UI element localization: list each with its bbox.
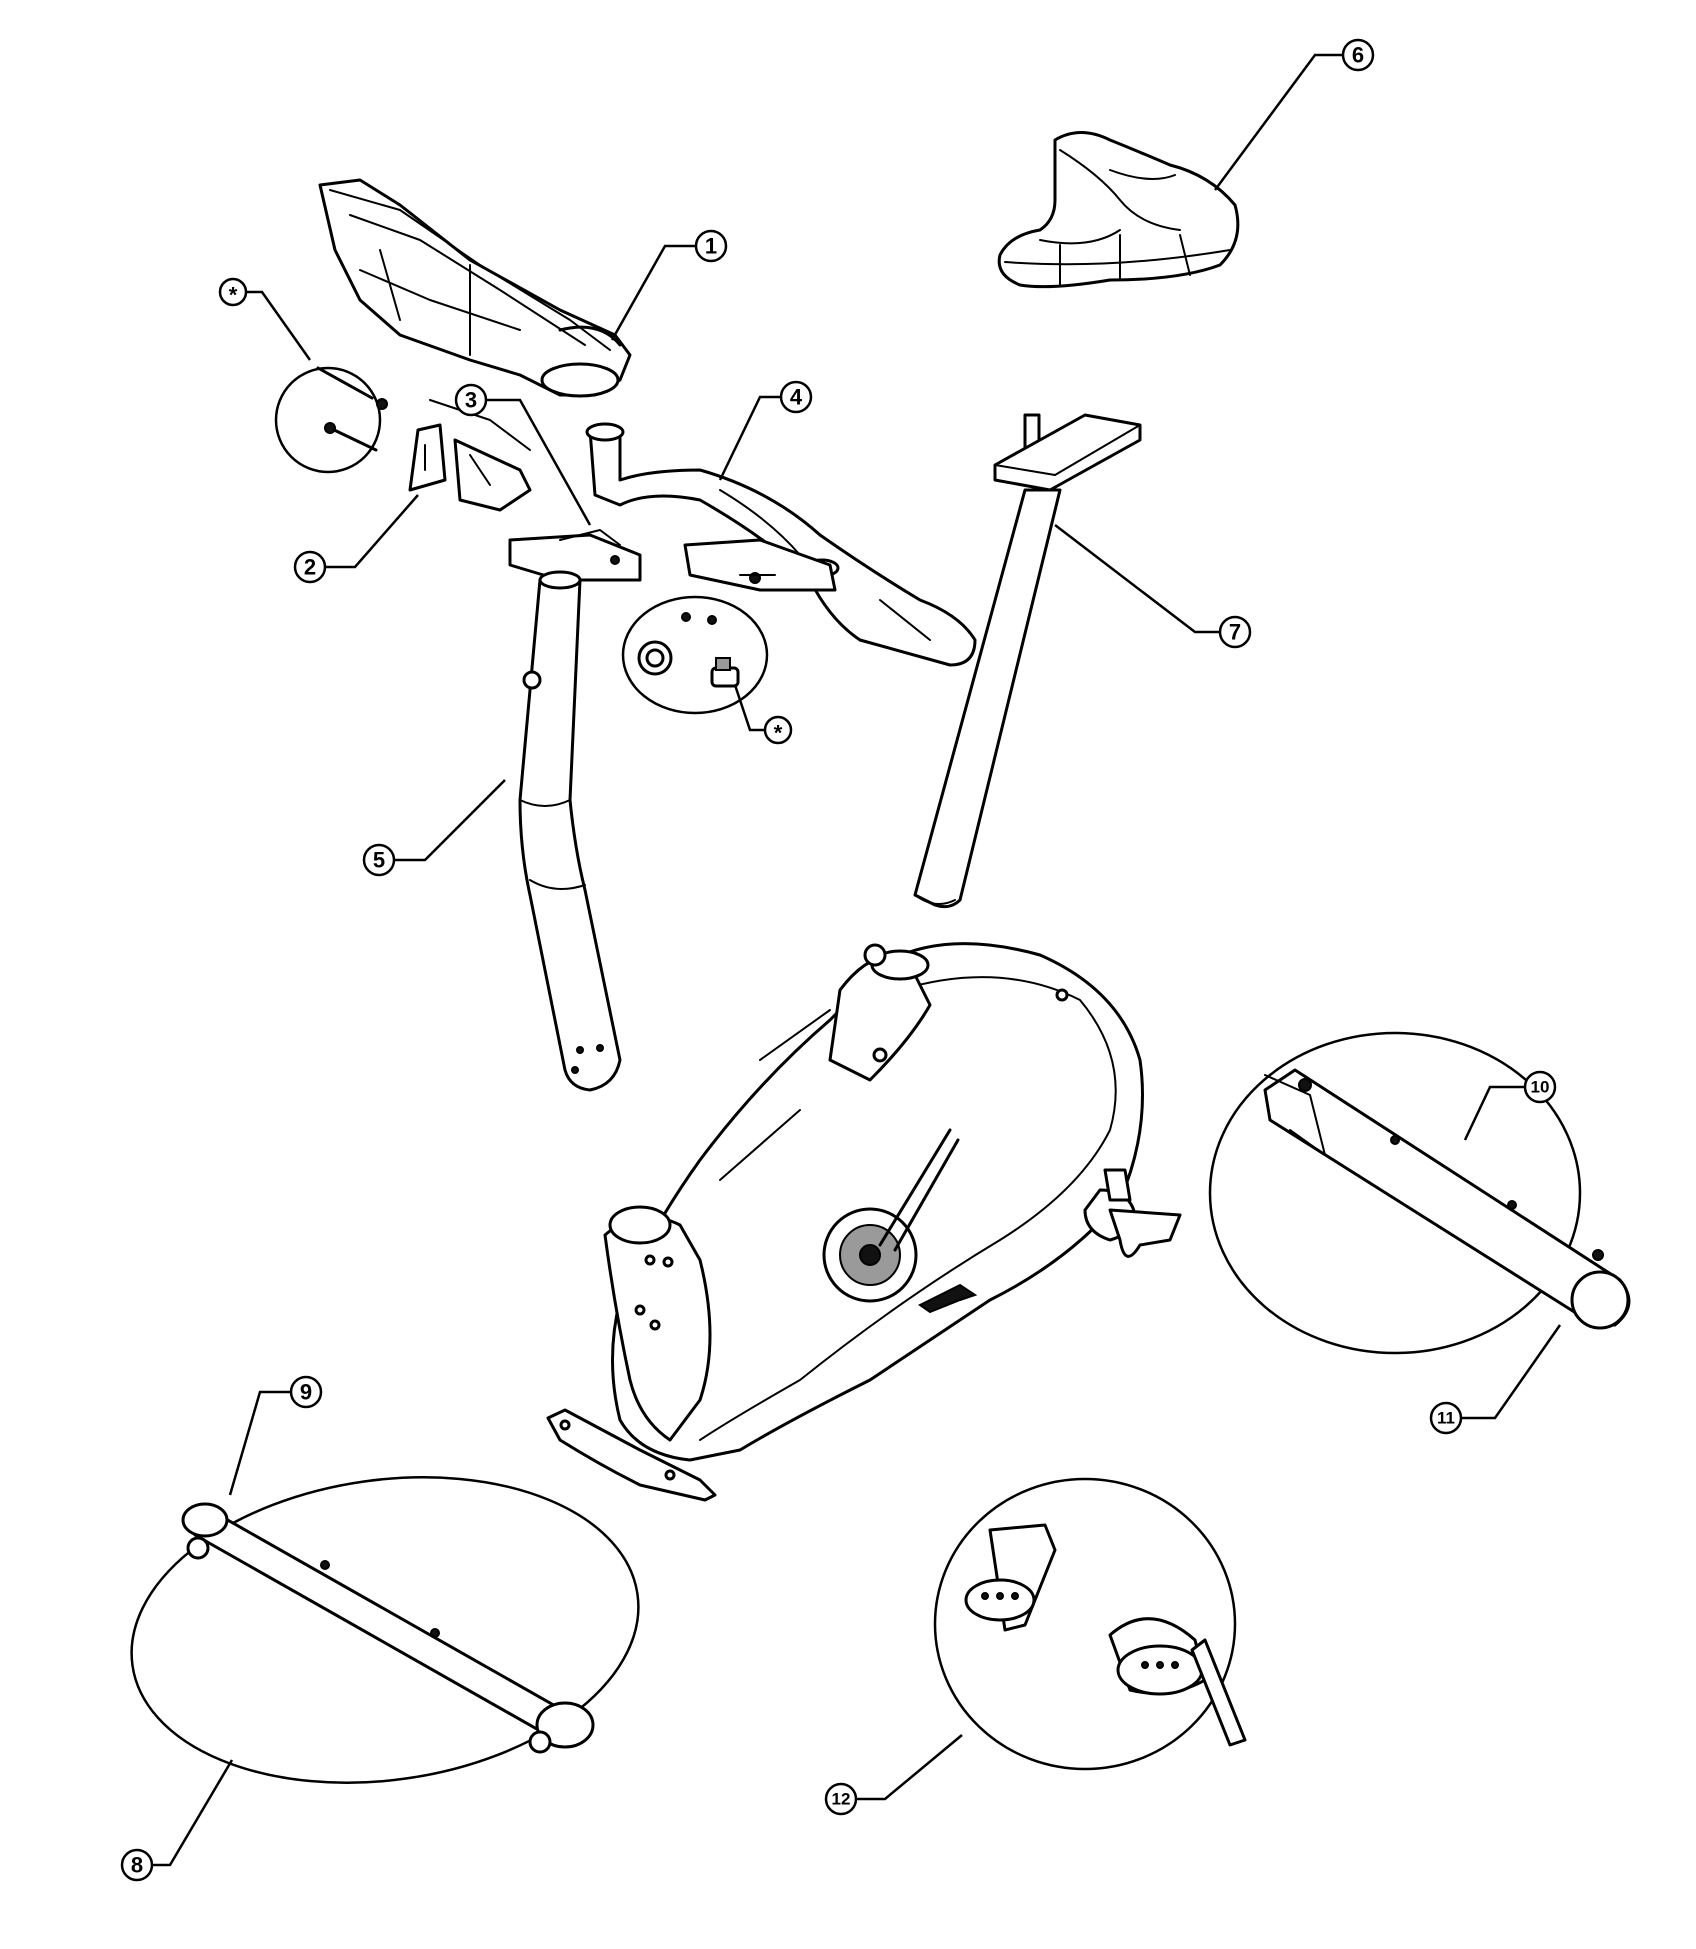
callout-9: 9 <box>289 1375 323 1409</box>
callout-10: 10 <box>1523 1070 1557 1104</box>
callout-7: 7 <box>1218 615 1252 649</box>
callout-7-label: 7 <box>1229 620 1241 645</box>
callout-asterisk-knobs: * <box>763 715 793 746</box>
callout-5: 5 <box>362 843 396 877</box>
pedals-detail <box>933 1477 1247 1771</box>
callout-2-label: 2 <box>304 555 316 580</box>
callout-8-label: 8 <box>131 1853 143 1878</box>
callout-11-label: 11 <box>1437 1409 1455 1428</box>
callout-9-label: 9 <box>300 1380 312 1405</box>
callout-asterisk-knobs-label: * <box>774 721 783 746</box>
callout-6: 6 <box>1341 38 1375 72</box>
seat-post-part <box>913 413 1142 909</box>
front-stabilizer-detail <box>1208 1031 1631 1355</box>
bracket-part <box>408 399 532 512</box>
callout-12: 12 <box>824 1782 858 1816</box>
front-column-part <box>518 570 622 1092</box>
leader-lines <box>152 53 1562 1867</box>
frame-main-body <box>546 942 1182 1502</box>
seat-part <box>997 131 1240 289</box>
callout-3-label: 3 <box>465 388 477 413</box>
console-part <box>318 178 632 398</box>
callout-asterisk-bolts: * <box>218 277 248 308</box>
callout-1: 1 <box>694 229 728 263</box>
callout-4-label: 4 <box>790 385 803 410</box>
callout-11: 11 <box>1429 1401 1463 1435</box>
callout-10-label: 10 <box>1531 1078 1550 1097</box>
mount-plate-part <box>508 529 642 582</box>
handlebar-part <box>585 422 977 667</box>
bolts-detail <box>274 366 388 474</box>
callout-8: 8 <box>120 1848 154 1882</box>
callout-12-label: 12 <box>832 1790 851 1809</box>
callout-1-label: 1 <box>705 234 717 259</box>
callout-3: 3 <box>454 383 488 417</box>
callout-4: 4 <box>779 380 813 414</box>
rear-stabilizer-detail <box>130 1476 640 1784</box>
callout-5-label: 5 <box>373 848 385 873</box>
callout-2: 2 <box>293 550 327 584</box>
callout-6-label: 6 <box>1352 43 1364 68</box>
callout-asterisk-bolts-label: * <box>229 283 238 308</box>
knobs-detail <box>621 595 769 715</box>
